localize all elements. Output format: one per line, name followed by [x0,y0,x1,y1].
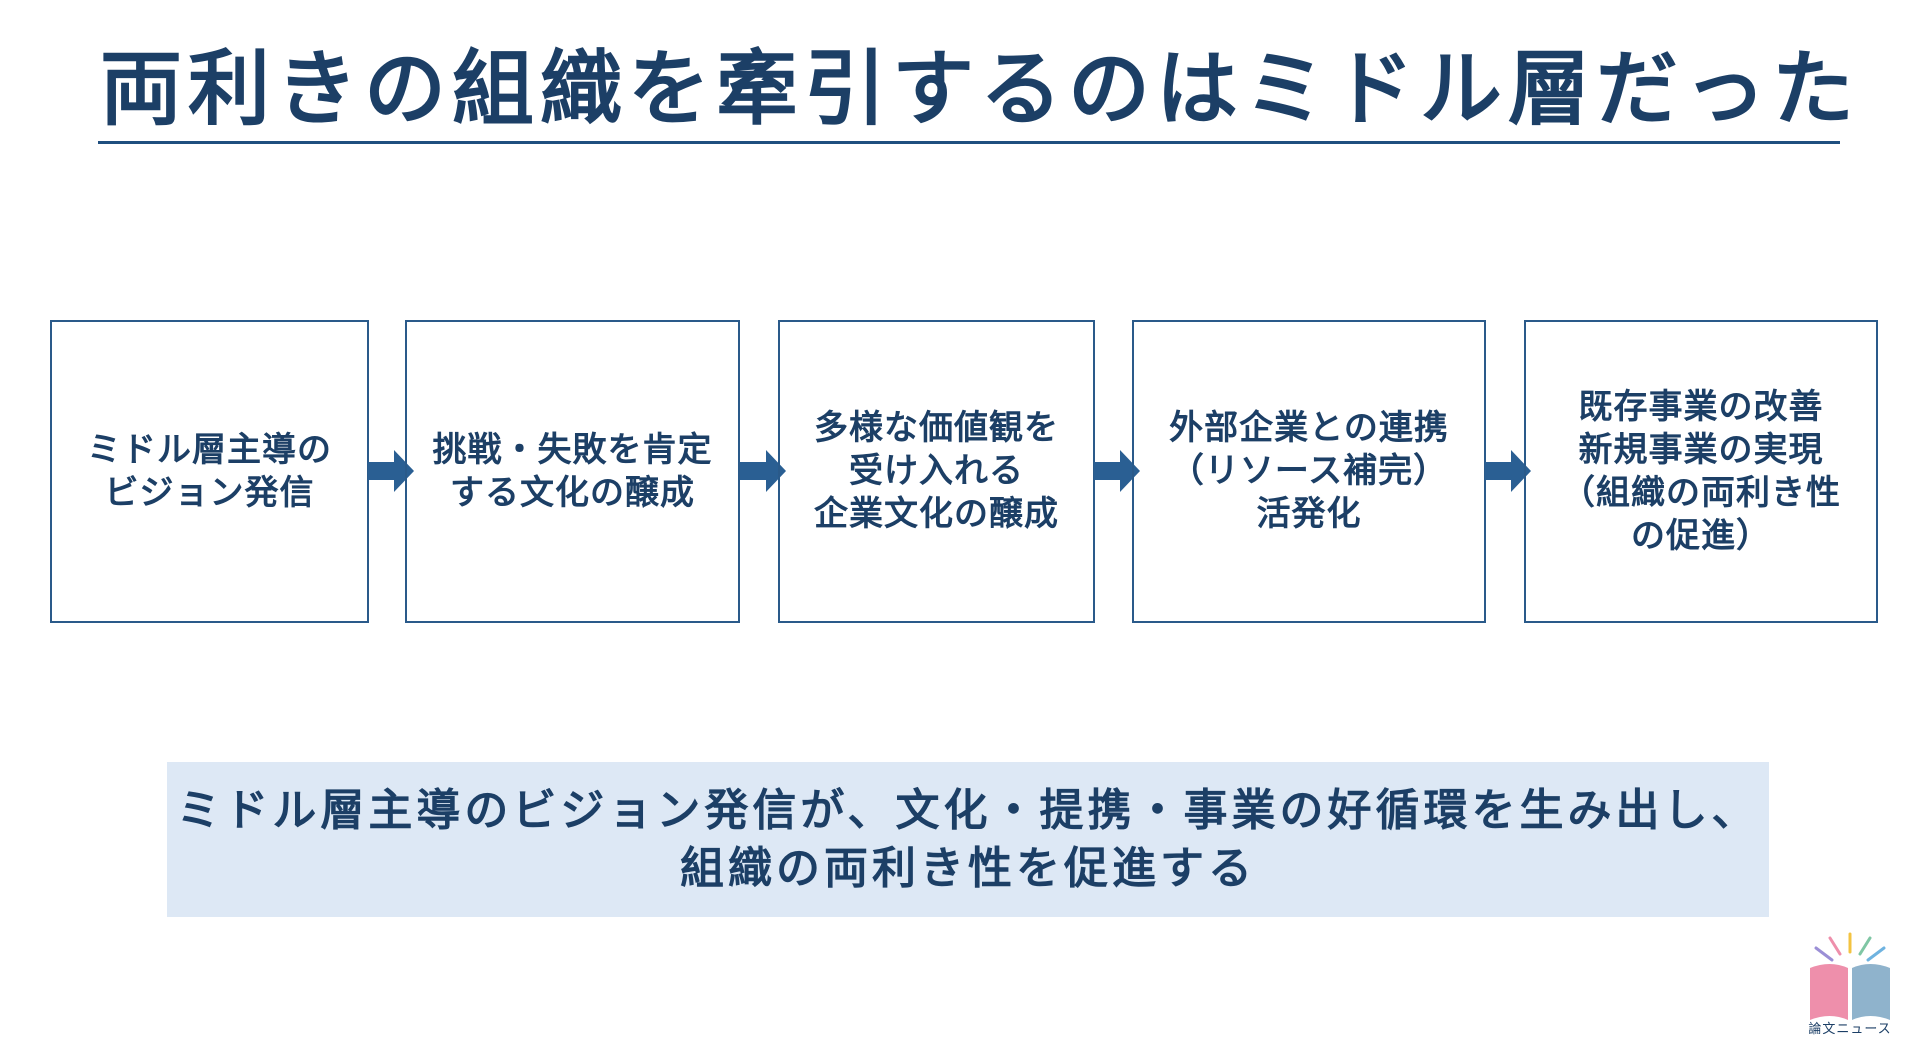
step-2-text: 挑戦・失敗を肯定 する文化の醸成 [432,429,713,513]
step-box-5: 既存事業の改善 新規事業の実現 （組織の両利き性 の促進） [1524,320,1878,623]
step-3-text: 多様な価値観を 受け入れる 企業文化の醸成 [814,408,1059,534]
step-box-4: 外部企業との連携 （リソース補完） 活発化 [1132,320,1486,623]
arrow-right-icon-4 [1485,450,1531,492]
page-title: 両利きの組織を牽引するのはミドル層だった [100,42,1861,137]
arrow-right-icon-2 [740,450,786,492]
summary-text: ミドル層主導のビジョン発信が、文化・提携・事業の好循環を生み出し、 組織の両利き… [176,784,1760,894]
step-4-text: 外部企業との連携 （リソース補完） 活発化 [1169,408,1449,534]
book-logo-icon [1810,932,1890,1020]
arrow-right-icon-1 [368,450,414,492]
step-box-3: 多様な価値観を 受け入れる 企業文化の醸成 [778,320,1095,623]
step-box-2: 挑戦・失敗を肯定 する文化の醸成 [405,320,740,623]
summary-banner: ミドル層主導のビジョン発信が、文化・提携・事業の好循環を生み出し、 組織の両利き… [167,762,1769,917]
arrow-right-icon-3 [1094,450,1140,492]
title-underline [98,141,1840,144]
step-5-text: 既存事業の改善 新規事業の実現 （組織の両利き性 の促進） [1561,386,1841,556]
logo-text: 論文ニュース [1808,1022,1892,1037]
step-1-text: ミドル層主導の ビジョン発信 [87,429,332,513]
step-box-1: ミドル層主導の ビジョン発信 [50,320,369,623]
